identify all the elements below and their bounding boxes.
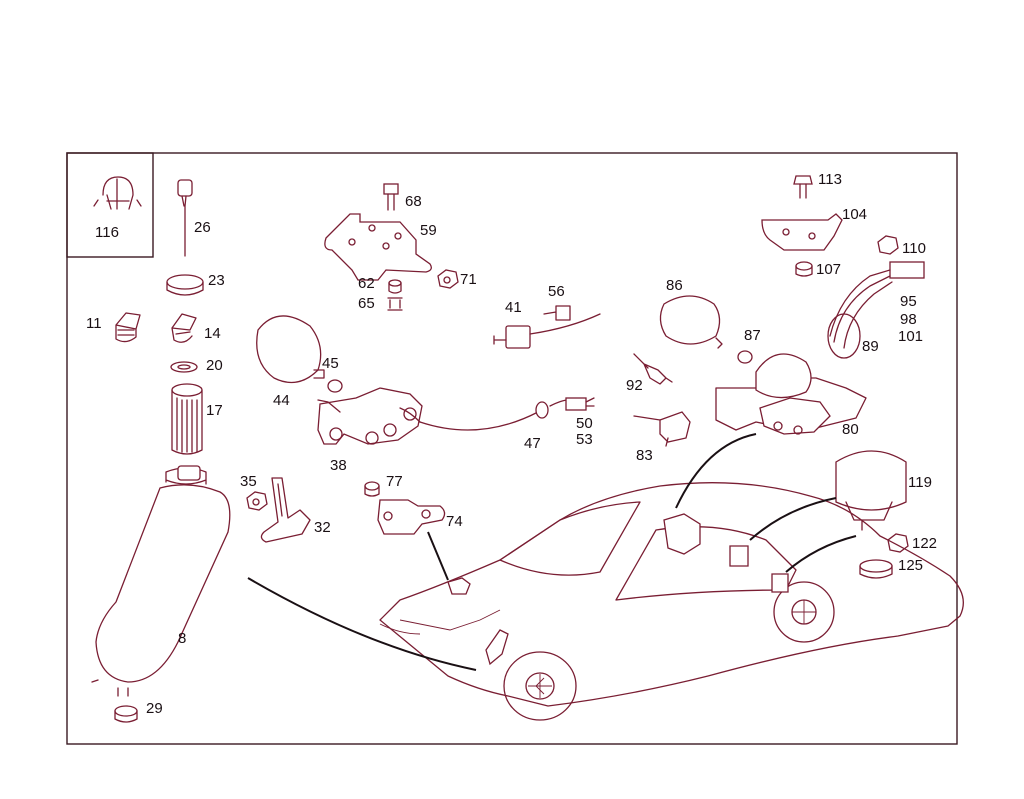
label-92: 92 [626,377,643,394]
part-cap-23 [166,274,204,296]
label-14: 14 [204,325,221,342]
label-32: 32 [314,519,331,536]
label-29: 29 [146,700,163,717]
label-89: 89 [862,338,879,355]
part-valve-38 [317,387,423,445]
label-116: 116 [95,224,119,241]
label-122: 122 [912,535,937,552]
part-valve-83 [633,411,691,447]
part-fitting-14 [171,313,197,343]
label-80: 80 [842,421,859,438]
part-bushing-77 [364,481,380,497]
part-bracket-32 [260,477,311,543]
label-68: 68 [405,193,422,210]
label-38: 38 [330,457,347,474]
part-reservoir-8 [91,465,231,697]
label-125: 125 [898,557,923,574]
label-53: 53 [576,431,593,448]
label-8: 8 [178,630,186,647]
label-45: 45 [322,355,339,372]
label-95: 95 [900,293,917,310]
inset-box [66,152,154,258]
part-harness-95 [827,261,925,359]
part-grommet-29 [114,705,138,723]
car-outline [379,482,964,721]
label-87: 87 [744,327,761,344]
label-41: 41 [505,299,522,316]
part-valveblock-80 [715,353,867,435]
part-spacer-65 [387,297,403,311]
label-83: 83 [636,447,653,464]
leader-lines [247,433,857,671]
label-47: 47 [524,435,541,452]
label-74: 74 [446,513,463,530]
label-11: 11 [86,315,102,332]
diagram-frame [66,152,958,745]
label-35: 35 [240,473,257,490]
label-23: 23 [208,272,225,289]
label-50: 50 [576,415,593,432]
part-ring-45 [327,379,343,393]
part-bracket-74 [377,499,446,535]
part-nut-110 [877,235,899,255]
part-accumulator-44 [256,315,325,384]
label-44: 44 [273,392,290,409]
part-ring-87 [737,350,753,364]
part-sensor-92 [633,353,673,385]
part-washer-20 [170,361,198,373]
label-20: 20 [206,357,223,374]
label-62: 62 [358,275,375,292]
part-sensor-41 [493,313,601,349]
label-101: 101 [898,328,923,345]
part-accumulator-86 [659,295,723,349]
label-71: 71 [460,271,477,288]
part-seal-125 [859,559,893,579]
label-113: 113 [818,171,842,188]
label-65: 65 [358,295,375,312]
label-77: 77 [386,473,403,490]
label-104: 104 [842,206,867,223]
label-17: 17 [206,402,223,419]
part-bracket-59 [324,213,432,281]
label-110: 110 [902,240,926,257]
part-fitting-11 [115,312,141,343]
part-bolt-68 [383,183,399,211]
part-accumulator-119 [835,450,907,531]
part-dipstick-26 [177,179,193,257]
label-56: 56 [548,283,565,300]
part-bushing-62 [388,279,402,294]
part-filter-17 [171,383,203,455]
part-clip-116 [93,176,142,210]
label-59: 59 [420,222,437,239]
label-107: 107 [816,261,841,278]
label-26: 26 [194,219,211,236]
part-bolt-113 [793,175,813,199]
label-119: 119 [908,474,932,491]
part-bolt-56 [543,305,571,321]
part-harness-47 [419,397,595,431]
part-mount-107 [795,261,813,277]
label-86: 86 [666,277,683,294]
part-nut-35 [246,491,268,511]
part-nut-71 [437,269,459,289]
part-bracket-104 [761,213,843,251]
label-98: 98 [900,311,917,328]
